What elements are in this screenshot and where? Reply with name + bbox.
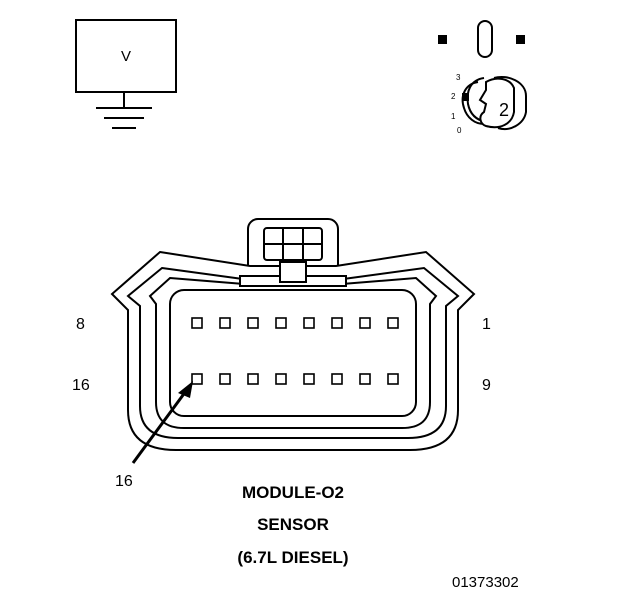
key-position-3: 3: [456, 73, 461, 82]
caption-line-3: (6.7L DIESEL): [237, 548, 348, 567]
connector-pin: [387, 317, 399, 329]
connector-pin: [331, 317, 343, 329]
connector-pin: [191, 317, 203, 329]
pin-row-top: [191, 317, 399, 329]
connector-pin: [359, 373, 371, 385]
pin-label-16: 16: [72, 377, 90, 394]
key-position-1: 1: [451, 112, 456, 121]
ground-icon: [96, 92, 152, 129]
key-position-2: 2: [451, 92, 456, 101]
callout-arrow: [131, 381, 193, 464]
pin-label-9: 9: [482, 377, 491, 394]
connector-pin: [387, 373, 399, 385]
connector-pin: [219, 317, 231, 329]
connector-pin: [219, 373, 231, 385]
connector-pin: [359, 317, 371, 329]
voltmeter-symbol: V: [75, 19, 177, 93]
ignition-key-icon: [438, 20, 527, 130]
caption-line-2: SENSOR: [257, 515, 329, 534]
figure-id: 01373302: [452, 574, 519, 591]
connector-pin: [331, 373, 343, 385]
connector-outline: [110, 218, 476, 451]
caption-line-1: MODULE-O2: [242, 483, 344, 502]
voltmeter-label: V: [121, 48, 131, 65]
connector-pin: [247, 373, 259, 385]
callout-pin-label: 16: [115, 473, 133, 490]
connector-pin: [247, 317, 259, 329]
connector-pin: [303, 373, 315, 385]
connector-pin: [275, 373, 287, 385]
pin-label-1: 1: [482, 316, 491, 333]
pin-row-bottom: [191, 373, 399, 385]
key-position-0: 0: [457, 126, 462, 135]
pin-label-8: 8: [76, 316, 85, 333]
connector-pin: [191, 373, 203, 385]
connector-pin: [303, 317, 315, 329]
connector-pin: [275, 317, 287, 329]
key-selected-position: 2: [499, 100, 509, 120]
